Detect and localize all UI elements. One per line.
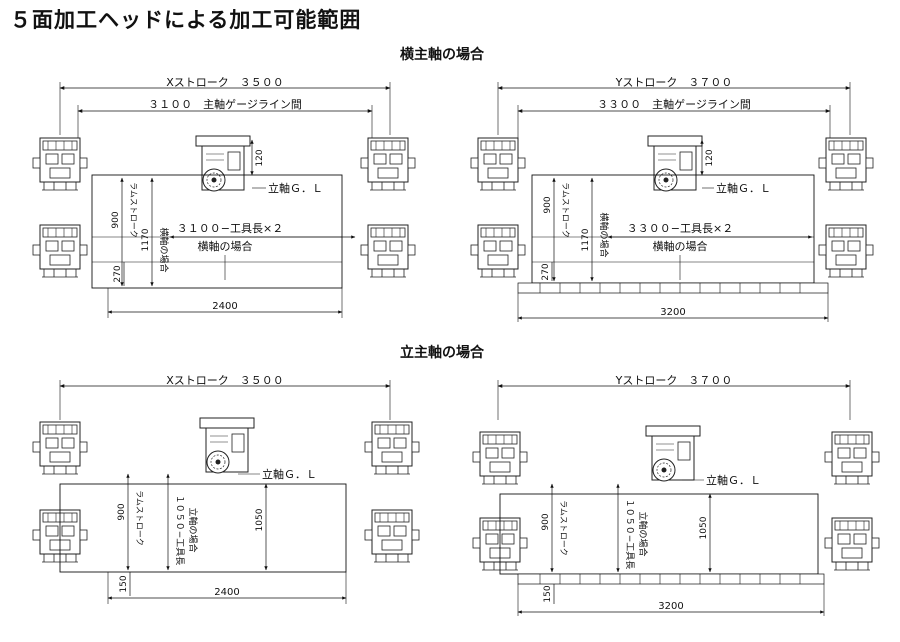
spindle-gl-label: 立軸Ｇ．Ｌ — [268, 181, 323, 195]
machining-head-icon — [364, 509, 420, 563]
dim-120: 120 — [705, 149, 715, 166]
y-stroke-label: Yストローク ３７００ — [615, 374, 733, 387]
spindle-gl-label: 立軸Ｇ．Ｌ — [262, 467, 317, 481]
machining-head-icon — [360, 137, 416, 191]
dim-900: 900 — [541, 513, 551, 530]
vertical-tool-label: １０５０−工具長 — [174, 495, 185, 566]
table-width-dim: 2400 — [212, 301, 237, 312]
vertical-case-label: 立軸の場合 — [187, 507, 199, 552]
table-width-dim: 3200 — [660, 307, 685, 318]
section-title-horizontal: 横主軸の場合 — [400, 47, 484, 63]
spindle-head-icon — [199, 417, 255, 474]
dim-1050: 1050 — [699, 516, 709, 539]
horizontal-case-label: 横軸の場合 — [653, 239, 708, 253]
tool-length-label: ３３００−工具長×２ — [627, 222, 733, 235]
spindle-gl-label: 立軸Ｇ．Ｌ — [706, 473, 761, 487]
vertical-case-label: 立軸の場合 — [637, 511, 649, 556]
section-title-vertical: 立主軸の場合 — [400, 345, 484, 361]
machining-head-icon — [470, 224, 526, 278]
table-width-dim: 3200 — [658, 601, 683, 612]
ram-stroke-label: ラムストローク — [559, 500, 568, 556]
work-area-rect — [499, 493, 819, 575]
table-base — [517, 282, 829, 294]
machining-head-icon — [818, 224, 874, 278]
gauge-label: ３３００ 主軸ゲージライン間 — [597, 97, 751, 111]
x-stroke-label: Xストローク ３５００ — [166, 76, 284, 89]
panel-vertical-x: Xストローク ３５００ 立軸Ｇ．Ｌ 900 ラムストローク １０５０−工具長 立… — [32, 374, 420, 604]
horizontal-case-label: 横軸の場合 — [198, 239, 253, 253]
vertical-tool-label: １０５０−工具長 — [624, 499, 635, 570]
ram-stroke-label: ラムストローク — [129, 182, 138, 238]
dim-270: 270 — [541, 263, 551, 280]
work-area-rect — [59, 483, 347, 573]
dim-120: 120 — [255, 149, 265, 166]
panel-vertical-y: Yストローク ３７００ 立軸Ｇ．Ｌ 900 ラムストローク １０５０−工具長 立… — [472, 374, 880, 616]
tool-length-label: ３１００−工具長×２ — [177, 222, 283, 235]
dim-900: 900 — [117, 503, 127, 520]
spindle-gl-label: 立軸Ｇ．Ｌ — [716, 181, 771, 195]
page-title: ５面加工ヘッドによる加工可能範囲 — [10, 8, 362, 32]
dim-900: 900 — [111, 211, 121, 228]
dim-1170: 1170 — [581, 228, 591, 251]
x-stroke-label: Xストローク ３５００ — [166, 374, 284, 387]
dim-150: 150 — [543, 585, 553, 602]
spindle-head-icon — [195, 135, 251, 192]
machining-head-icon — [364, 421, 420, 475]
spindle-head-icon — [647, 135, 703, 192]
machining-head-icon — [32, 224, 88, 278]
machining-head-icon — [32, 137, 88, 191]
machining-head-icon — [360, 224, 416, 278]
table-base — [517, 573, 825, 585]
dim-900: 900 — [543, 196, 553, 213]
ram-stroke-label: ラムストローク — [561, 182, 570, 238]
machining-head-icon — [470, 137, 526, 191]
dim-1170: 1170 — [141, 228, 151, 251]
table-width-dim: 2400 — [214, 587, 239, 598]
panel-horizontal-x: Xストローク ３５００ ３１００ 主軸ゲージライン間 900 ラムストローク 1… — [32, 76, 416, 318]
dim-1050: 1050 — [255, 508, 265, 531]
ram-stroke-label: ラムストローク — [135, 490, 144, 546]
machining-head-icon — [472, 431, 528, 485]
horizontal-case-vertical-label: 横軸の場合 — [158, 227, 170, 272]
work-area-rect — [91, 174, 343, 289]
horizontal-case-vertical-label: 横軸の場合 — [598, 212, 610, 257]
machining-head-icon — [824, 517, 880, 571]
machining-head-icon — [32, 421, 88, 475]
spindle-head-icon — [645, 425, 701, 482]
dim-270: 270 — [113, 265, 123, 282]
machining-head-icon — [818, 137, 874, 191]
machining-head-icon — [824, 431, 880, 485]
gauge-label: ３１００ 主軸ゲージライン間 — [148, 97, 302, 111]
dim-150: 150 — [119, 575, 129, 592]
panel-horizontal-y: Yストローク ３７００ ３３００ 主軸ゲージライン間 900 ラムストローク 1… — [470, 76, 874, 322]
y-stroke-label: Yストローク ３７００ — [615, 76, 733, 89]
